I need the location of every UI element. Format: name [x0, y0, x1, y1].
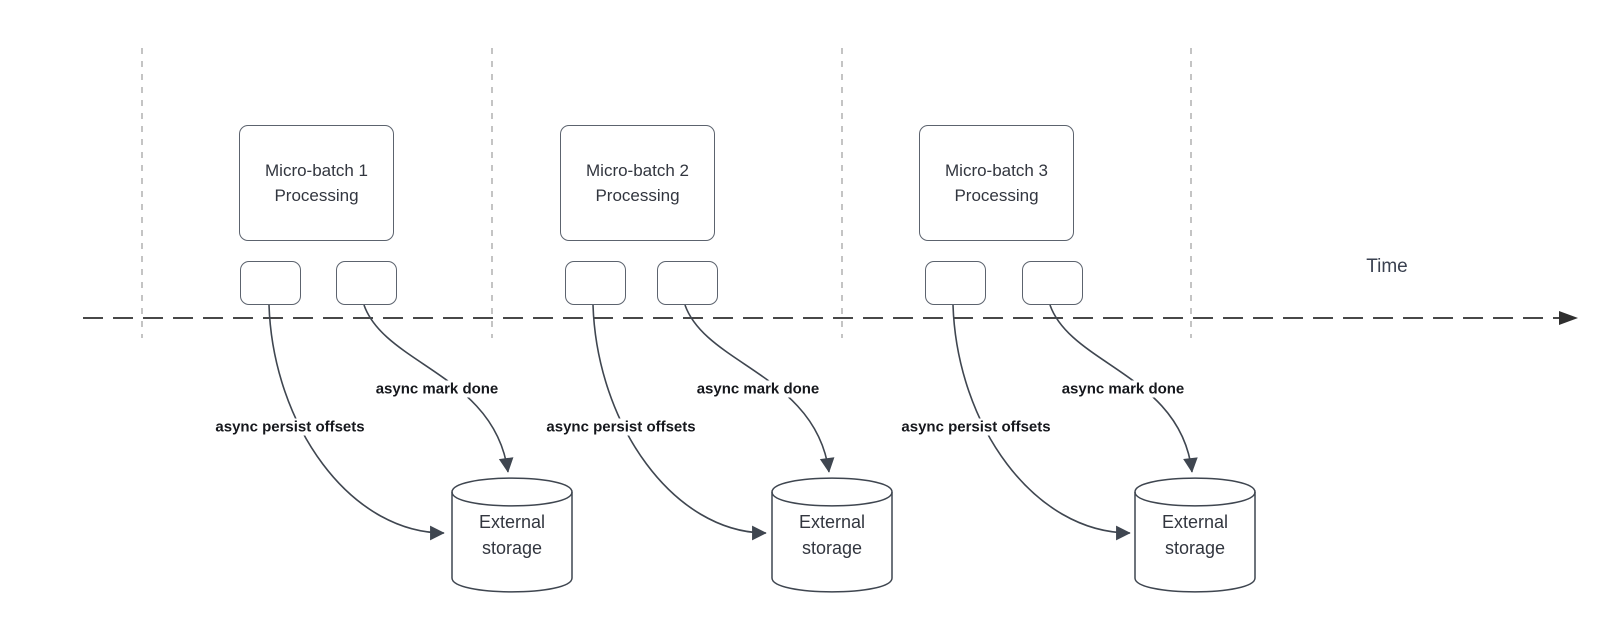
storage-cylinder-1: [451, 477, 573, 593]
storage-cylinder-2: [771, 477, 893, 593]
persist-offsets-label-1: async persist offsets: [213, 418, 367, 436]
storage-cylinder-3: [1134, 477, 1256, 593]
processing-box-1: Micro-batch 1 Processing: [239, 125, 394, 241]
time-axis-arrowhead: [1559, 311, 1578, 325]
processing-box-2: Micro-batch 2 Processing: [560, 125, 715, 241]
mark-done-label-3: async mark done: [1059, 380, 1187, 398]
persist-offsets-label-2: async persist offsets: [544, 418, 698, 436]
time-axis-label: Time: [1366, 256, 1408, 277]
external-storage-label-2: External storage: [798, 512, 866, 558]
edge-persist-offsets-3: [952, 304, 1131, 541]
processing-box-3: Micro-batch 3 Processing: [919, 125, 1074, 241]
offset-task-chip-3b: [1022, 261, 1083, 305]
external-storage-label-3: External storage: [1161, 512, 1229, 558]
offset-task-chip-1b: [336, 261, 397, 305]
edge-mark-done-3: [1049, 304, 1198, 473]
persist-offsets-label-3: async persist offsets: [899, 418, 1053, 436]
edge-mark-done-1: [363, 304, 514, 473]
offset-task-chip-1a: [240, 261, 301, 305]
offset-task-chip-2b: [657, 261, 718, 305]
mark-done-label-1: async mark done: [373, 380, 501, 398]
edge-mark-done-2: [684, 304, 835, 473]
offset-task-chip-3a: [925, 261, 986, 305]
edge-persist-offsets-2: [592, 304, 767, 541]
mark-done-label-2: async mark done: [694, 380, 822, 398]
external-storage-label-1: External storage: [478, 512, 546, 558]
edge-persist-offsets-1: [268, 304, 445, 541]
offset-task-chip-2a: [565, 261, 626, 305]
